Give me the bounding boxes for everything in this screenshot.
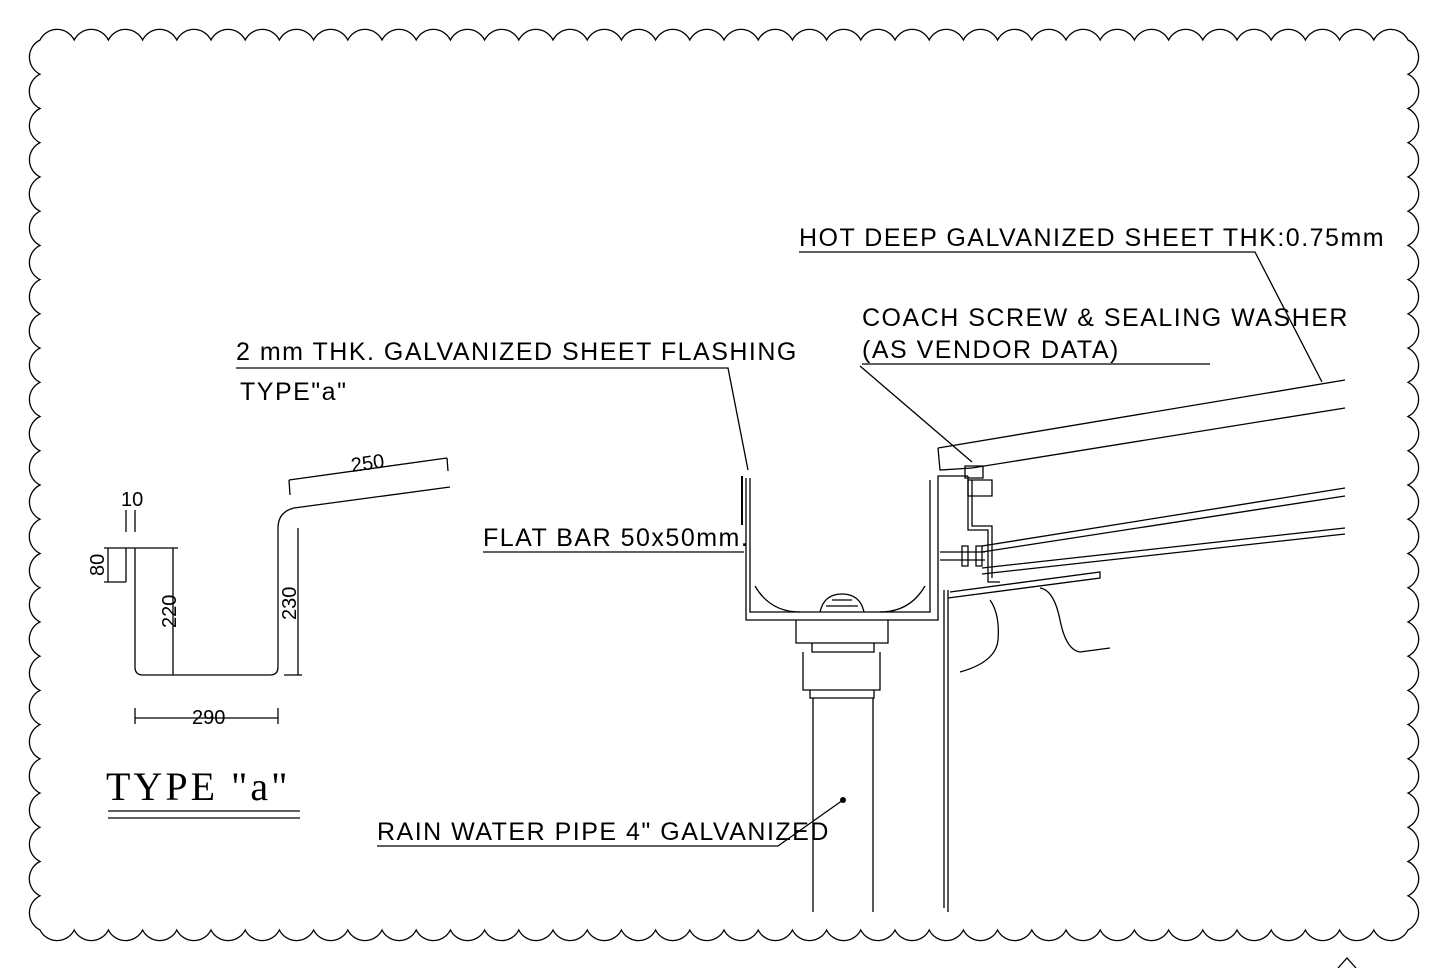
dim-80: 80 (87, 554, 109, 576)
label-type-a-ref: TYPE"a" (240, 378, 347, 406)
dim-290: 290 (192, 707, 225, 729)
label-hot-deep-galvanized-sheet: HOT DEEP GALVANIZED SHEET THK:0.75mm (799, 224, 1385, 252)
type-a-profile (104, 457, 451, 724)
leaders (236, 251, 1323, 847)
dim-230: 230 (279, 587, 301, 620)
label-coach-screw: COACH SCREW & SEALING WASHER (862, 304, 1349, 332)
label-rain-water-pipe: RAIN WATER PIPE 4" GALVANIZED (377, 818, 830, 846)
dim-250: 250 (350, 451, 386, 477)
label-flat-bar: FLAT BAR 50x50mm. (483, 524, 749, 552)
revision-cloud-border (28, 28, 1420, 942)
wall-and-roof (937, 379, 1346, 912)
label-galvanized-flashing: 2 mm THK. GALVANIZED SHEET FLASHING (236, 338, 798, 366)
type-a-title: TYPE "a" (106, 764, 290, 809)
label-as-vendor-data: (AS VENDOR DATA) (862, 336, 1120, 364)
gutter-section (741, 475, 968, 912)
corner-mark (1337, 957, 1357, 968)
dim-220: 220 (159, 595, 181, 628)
dim-10: 10 (121, 489, 143, 511)
title-underline (108, 810, 300, 819)
